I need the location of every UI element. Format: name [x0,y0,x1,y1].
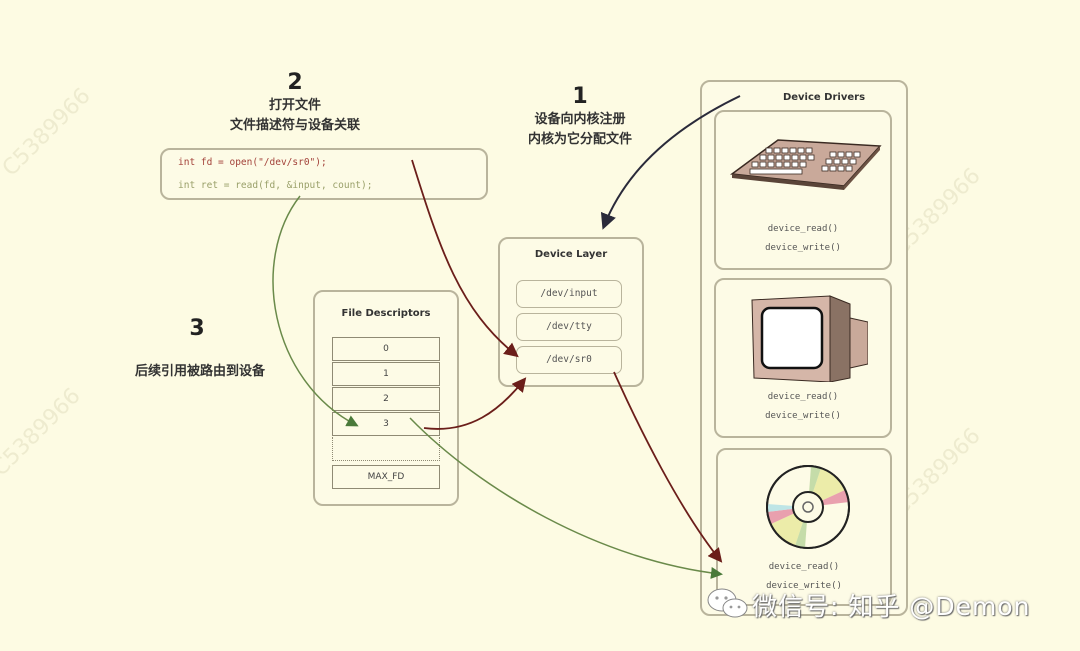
fd-cell-3: 3 [332,412,440,436]
fd-table: 0 1 2 3 MAX_FD [332,337,440,489]
step-1-line-2: 内核为它分配文件 [527,132,632,147]
step-3-line-1: 后续引用被路由到设备 [134,364,265,379]
step-2-line-2: 文件描述符与设备关联 [229,118,360,133]
cd-disc-icon [766,465,850,549]
device-node-input: /dev/input [516,280,622,308]
monitor-device-write: device_write() [765,411,841,421]
driver-card-monitor: device_read() device_write() [714,278,892,438]
fd-cell-0: 0 [332,337,440,361]
step-1-line-1: 设备向内核注册 [534,112,626,127]
device-node-tty: /dev/tty [516,313,622,341]
step-3-caption: 后续引用被路由到设备 [100,362,300,382]
device-layer-title: Device Layer [534,249,608,260]
cd-device-read: device_read() [768,562,840,572]
fd-cell-max: MAX_FD [332,465,440,489]
step-3-number: 3 [189,316,205,341]
wechat-watermark-text: 微信号: 知乎 @Demon [752,592,1031,621]
keyboard-device-read: device_read() [767,224,839,234]
wechat-icon [707,588,748,618]
device-drivers-panel: Device Drivers device_read() device_writ… [700,80,908,616]
monitor-device-read: device_read() [767,392,839,402]
keyboard-device-write: device_write() [765,243,841,253]
driver-card-keyboard: device_read() device_write() [714,110,892,270]
step-2-caption: 打开文件 文件描述符与设备关联 [195,96,395,136]
fd-cell-1: 1 [332,362,440,386]
fd-cell-gap [332,437,440,461]
code-line-open: int fd = open("/dev/sr0"); [178,157,327,168]
file-descriptors-panel: File Descriptors 0 1 2 3 MAX_FD [313,290,459,506]
keyboard-icon [730,139,882,190]
device-layer-panel: Device Layer /dev/input /dev/tty /dev/sr… [498,237,644,387]
cd-device-write: device_write() [766,581,842,591]
step-2-number: 2 [287,70,303,95]
step-1-number: 1 [572,84,588,109]
file-descriptors-title: File Descriptors [341,308,431,319]
background-watermark: C5389966 [0,83,96,182]
monitor-icon [751,295,868,382]
driver-card-cd: device_read() device_write() [716,448,892,606]
code-snippet-box: int fd = open("/dev/sr0"); int ret = rea… [160,148,488,200]
step-2-line-1: 打开文件 [268,98,321,113]
code-line-read: int ret = read(fd, &input, count); [178,180,373,191]
step-1-caption: 设备向内核注册 内核为它分配文件 [490,110,670,150]
fd-cell-2: 2 [332,387,440,411]
device-node-sr0: /dev/sr0 [516,346,622,374]
background-watermark: C5389966 [0,383,86,482]
device-drivers-title: Device Drivers [782,92,866,103]
